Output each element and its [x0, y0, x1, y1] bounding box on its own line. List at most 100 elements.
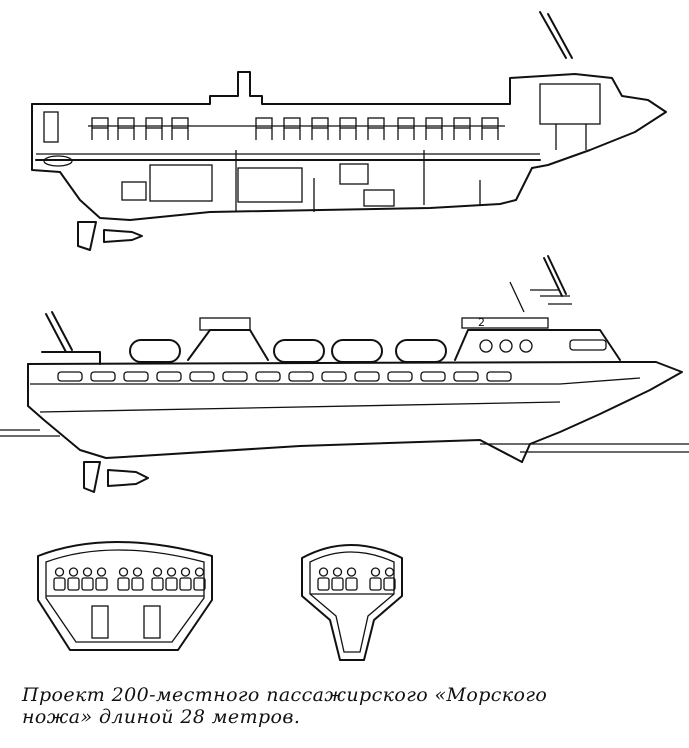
bulkheads: [235, 150, 481, 212]
seat-headrest: [96, 567, 107, 577]
seat: [151, 577, 164, 591]
hull-bottom: [27, 363, 523, 463]
seat: [145, 117, 163, 129]
cross-section-narrow: [301, 544, 403, 661]
seat: [453, 117, 471, 129]
seat: [425, 117, 443, 129]
seat-legs: [481, 128, 499, 140]
seat: [95, 577, 108, 591]
wheelhouse: [454, 329, 621, 361]
seat: [397, 117, 415, 129]
chine-line: [39, 401, 561, 413]
seat-legs: [425, 128, 443, 140]
window: [255, 371, 281, 382]
propeller: [107, 469, 149, 487]
aux-box: [363, 189, 395, 207]
engine-block-2: [237, 167, 303, 203]
window: [90, 371, 116, 382]
seat: [311, 117, 329, 129]
rudder-section: [77, 221, 97, 251]
window: [387, 371, 413, 382]
wheelhouse-roof: [461, 317, 549, 329]
seat: [117, 577, 130, 591]
seat-legs: [171, 128, 189, 140]
gearbox-box: [121, 181, 147, 201]
seat-headrest: [54, 567, 65, 577]
section-upper-outline: [31, 71, 667, 169]
stern-hatch: [43, 155, 73, 167]
figure-caption: Проект 200-местного пассажирского «Морск…: [22, 684, 682, 728]
seat-legs: [117, 128, 135, 140]
seat: [131, 577, 144, 591]
porthole: [519, 339, 533, 353]
seat: [339, 117, 357, 129]
hull-number: 2: [478, 316, 485, 329]
seat: [67, 577, 80, 591]
cross-section-wide-seats: [53, 567, 206, 591]
bridge-window: [569, 339, 607, 351]
seat-headrest: [346, 567, 357, 577]
seat: [283, 117, 301, 129]
tank-box: [339, 163, 369, 185]
stern-mast: [45, 311, 73, 353]
seat: [171, 117, 189, 129]
stern-locker: [43, 111, 59, 143]
deckhouse-top: [199, 317, 251, 331]
window: [222, 371, 248, 382]
seat-legs: [453, 128, 471, 140]
bridge-portholes: [479, 339, 607, 353]
porthole: [479, 339, 493, 353]
seat-headrest: [152, 567, 163, 577]
seat-legs: [339, 128, 357, 140]
seat: [369, 577, 382, 591]
window: [57, 371, 83, 382]
liferaft-4: [395, 339, 447, 363]
seat-legs: [283, 128, 301, 140]
seat: [81, 577, 94, 591]
seat-headrest: [318, 567, 329, 577]
midship-deckhouse: [187, 329, 269, 361]
seat-legs: [91, 128, 109, 140]
seat: [117, 117, 135, 129]
window: [354, 371, 380, 382]
liferaft-3: [331, 339, 383, 363]
engine-block-1: [149, 164, 213, 202]
seat-legs: [255, 128, 273, 140]
seat-headrest: [194, 567, 205, 577]
wheelhouse-posts: [555, 124, 587, 150]
propeller-section: [103, 229, 143, 243]
seat: [345, 577, 358, 591]
seat: [255, 117, 273, 129]
wheelhouse-interior: [539, 83, 601, 125]
window: [123, 371, 149, 382]
seat-legs: [311, 128, 329, 140]
window: [486, 371, 512, 382]
porthole: [499, 339, 513, 353]
section-hull-outline: [31, 103, 533, 221]
caption-line-1: Проект 200-местного пассажирского «Морск…: [22, 684, 548, 706]
window: [288, 371, 314, 382]
seat: [481, 117, 499, 129]
cross-section-wide-outline: [37, 541, 213, 651]
cross-section-wide-door-left: [91, 605, 109, 639]
rub-rail: [30, 377, 641, 385]
seat: [367, 117, 385, 129]
seat: [331, 577, 344, 591]
seat-headrest: [370, 567, 381, 577]
seat: [193, 577, 206, 591]
stern-deckhouse: [41, 351, 101, 365]
mast-section: [539, 11, 573, 59]
ship-drawings: 2: [0, 11, 689, 661]
window: [156, 371, 182, 382]
seat: [53, 577, 66, 591]
seat-headrest: [166, 567, 177, 577]
seat: [91, 117, 109, 129]
window: [321, 371, 347, 382]
seat: [317, 577, 330, 591]
seat-headrest: [180, 567, 191, 577]
cross-section-narrow-seats: [317, 567, 396, 591]
seat-headrest: [332, 567, 343, 577]
caption-line-2: ножа» длиной 28 метров.: [22, 706, 301, 728]
passenger-windows: [57, 371, 512, 382]
